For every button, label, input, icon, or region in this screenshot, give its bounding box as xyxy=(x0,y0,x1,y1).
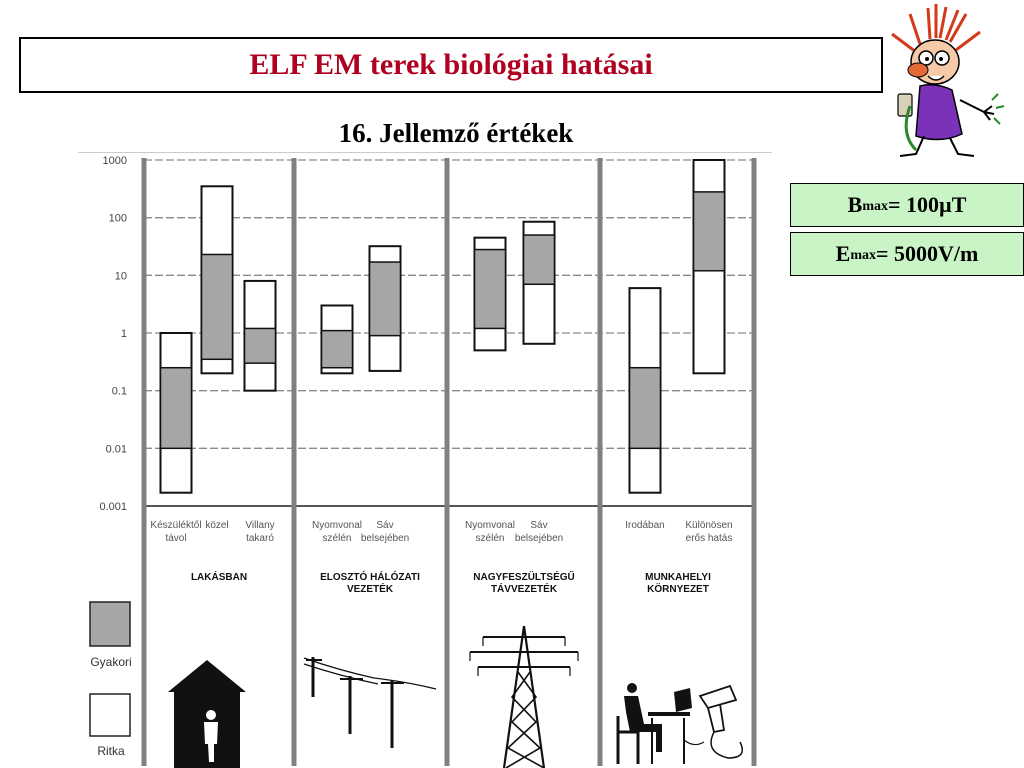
group-label: LAKÁSBAN xyxy=(191,570,247,583)
category-label: szélén xyxy=(323,533,352,544)
group-separator xyxy=(597,158,603,766)
bar-frequent xyxy=(628,366,662,450)
group-separator xyxy=(141,158,147,766)
bmax-symbol: B xyxy=(847,192,863,217)
legend-swatch-frequent xyxy=(89,601,131,647)
bar-frequent xyxy=(159,366,193,450)
bmax-sub: max xyxy=(862,199,888,214)
group-label: VEZETÉK xyxy=(347,582,394,595)
legend-label-rare: Ritka xyxy=(97,744,125,758)
category-label: belsejében xyxy=(361,533,409,544)
bar-frequent xyxy=(473,248,507,330)
bar-frequent xyxy=(692,191,726,272)
category-label: Készüléktől xyxy=(150,520,201,531)
category-label: Nyomvonal xyxy=(312,520,362,531)
y-tick-label: 10 xyxy=(115,270,127,282)
group-separator xyxy=(291,158,297,766)
category-label: erős hatás xyxy=(686,533,733,544)
emax-sub: max xyxy=(850,248,876,263)
y-tick-label: 1 xyxy=(121,328,127,340)
slide-subtitle: 16. Jellemző értékek xyxy=(338,118,574,148)
workplace-icon xyxy=(616,683,743,764)
category-label: Villany xyxy=(245,520,274,531)
y-tick-label: 0.001 xyxy=(99,501,127,513)
scientist-cartoon-icon xyxy=(891,4,1005,157)
y-tick-label: 100 xyxy=(109,213,127,225)
emax-symbol: E xyxy=(835,241,851,266)
bar-frequent xyxy=(200,253,234,361)
category-label: Sáv xyxy=(530,520,547,531)
title-box: ELF EM terek biológiai hatásai xyxy=(19,37,883,93)
group-label: TÁVVEZETÉK xyxy=(491,582,558,595)
category-label: Különösen xyxy=(685,520,732,531)
group-label: MUNKAHELYI xyxy=(645,572,711,583)
group-label: KÖRNYEZET xyxy=(647,582,709,595)
legend-swatch-rare xyxy=(89,693,131,737)
bar-frequent xyxy=(243,327,277,364)
y-tick-label: 0.01 xyxy=(106,443,127,455)
bar-frequent xyxy=(368,261,402,337)
category-label: szélén xyxy=(476,533,505,544)
group-separator xyxy=(444,158,450,766)
category-label: közel xyxy=(205,520,228,531)
legend-label-frequent: Gyakori xyxy=(90,655,131,669)
emax-value: = 5000V/m xyxy=(875,241,979,266)
page-title: ELF EM terek biológiai hatásai xyxy=(249,48,653,81)
category-label: távol xyxy=(165,533,186,544)
power-line-icon xyxy=(303,657,437,748)
bar-frequent xyxy=(522,234,556,286)
bmax-value: = 100µT xyxy=(887,192,967,217)
y-tick-label: 1000 xyxy=(103,155,127,167)
pylon-icon xyxy=(469,625,579,768)
bar-frequent xyxy=(320,329,354,369)
group-label: ELOSZTÓ HÁLÓZATI xyxy=(320,570,420,583)
category-label: Sáv xyxy=(376,520,393,531)
category-label: belsejében xyxy=(515,533,563,544)
category-label: takaró xyxy=(246,533,274,544)
house-icon xyxy=(168,660,246,768)
category-label: Nyomvonal xyxy=(465,520,515,531)
category-label: Irodában xyxy=(625,520,664,531)
y-tick-label: 0.1 xyxy=(112,386,127,398)
group-separator xyxy=(751,158,757,766)
group-label: NAGYFESZÜLTSÉGŰ xyxy=(473,570,574,583)
